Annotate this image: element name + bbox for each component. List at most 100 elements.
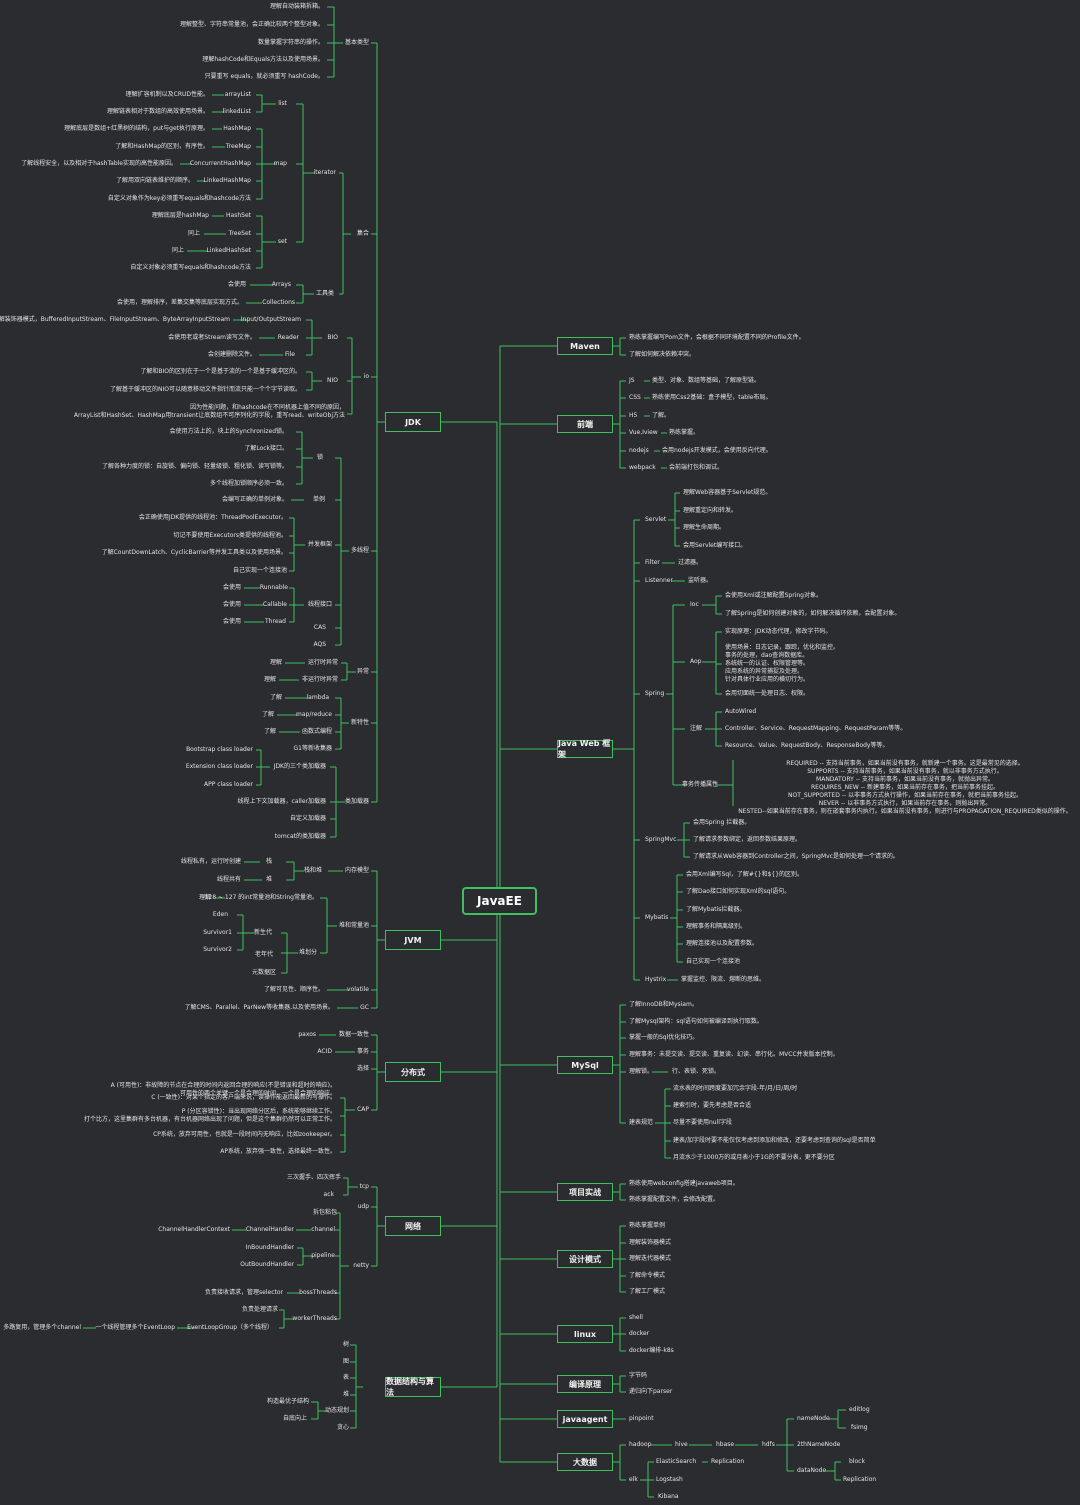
- node-w-filter[interactable]: Filter: [645, 559, 660, 566]
- node-j-map[interactable]: map: [273, 160, 287, 167]
- node-ds-paxos[interactable]: paxos: [298, 1031, 316, 1038]
- node-w-s1[interactable]: 理解Web容器基于Servlet规范。: [683, 489, 772, 496]
- node-f-js1[interactable]: 类型、对象、数组等基础，了解原型链。: [652, 377, 761, 384]
- node-b-log[interactable]: Logstash: [656, 1476, 683, 1483]
- node-b-nn[interactable]: nameNode: [797, 1415, 830, 1422]
- node-ds-a[interactable]: A (可用性)：非故障的节点在合理的时间内返回合理的响应(不是错误和超时的响应)…: [110, 1082, 336, 1097]
- node-j-nio[interactable]: NIO: [327, 377, 338, 384]
- node-ds-c[interactable]: C (一致性)：对某个指定的客户端来说，读操作能返回最新的写操作。: [151, 1094, 336, 1101]
- node-j-mt[interactable]: 多线程: [350, 547, 369, 554]
- node-c2[interactable]: 递归向下parser: [629, 1388, 673, 1395]
- node-j-lock3[interactable]: 了解各种力度的锁：自旋锁、偏向锁、轻量级锁、粗化锁、读写锁等。: [101, 463, 288, 470]
- node-m-spec2[interactable]: 建索引时，要先考虑是否合适: [673, 1102, 752, 1109]
- node-v-int1[interactable]: 理解: [198, 894, 211, 901]
- node-j-b1[interactable]: 理解自动装箱拆箱。: [269, 3, 324, 10]
- node-j-set[interactable]: set: [277, 238, 287, 245]
- node-w-ioc2[interactable]: 了解Spring是如何创建对象的，如何解决循环依赖，会配置对象。: [725, 610, 901, 617]
- node-j-cl3c[interactable]: APP class loader: [203, 781, 253, 788]
- node-w-aop[interactable]: Aop: [690, 658, 702, 665]
- node-j-thread1[interactable]: 会使用: [222, 618, 241, 625]
- node-w-listener[interactable]: Listenner: [645, 577, 673, 584]
- node-j-list[interactable]: list: [278, 100, 287, 107]
- node-a1[interactable]: pinpoint: [629, 1415, 654, 1422]
- node-d3[interactable]: 理解迭代器模式: [629, 1255, 672, 1262]
- node-j-io[interactable]: io: [363, 373, 369, 380]
- node-c1[interactable]: 字节码: [629, 1372, 648, 1379]
- node-j-lhs1[interactable]: 同上: [171, 247, 184, 254]
- node-n-ch[interactable]: ChannelHandler: [245, 1226, 294, 1233]
- node-j-tools[interactable]: 工具类: [315, 290, 334, 297]
- node-w-mb4[interactable]: 理解事务和隔离级别。: [686, 923, 747, 930]
- node-a-table[interactable]: 表: [342, 1374, 349, 1381]
- node-j-cols[interactable]: Collections: [262, 299, 295, 306]
- node-w-anno1[interactable]: AutoWired: [725, 708, 757, 715]
- branch-r-front[interactable]: 前端: [557, 415, 613, 433]
- node-n-elg[interactable]: EventLoopGroup（多个线程）: [187, 1324, 273, 1331]
- node-d4[interactable]: 了解命令模式: [629, 1272, 666, 1279]
- node-w-tx[interactable]: 事务传播属性: [682, 781, 719, 788]
- node-j-set-self[interactable]: 自定义对象必须重写equals和hashcode方法: [130, 264, 251, 271]
- branch-r-mysql[interactable]: MySql: [557, 1056, 613, 1074]
- node-j-single[interactable]: 单例: [312, 496, 325, 503]
- node-f-h5[interactable]: H5: [629, 412, 638, 419]
- node-w-hystrix1[interactable]: 掌握监控、限流、熔断的思维。: [681, 976, 766, 983]
- node-f-wp[interactable]: webpack: [629, 464, 656, 471]
- node-j-hm1[interactable]: 理解底层是数组+红黑树的结构，put与get执行原理。: [64, 125, 209, 132]
- node-j-call[interactable]: Callable: [262, 601, 287, 608]
- node-m-spec3[interactable]: 尽量不要使用null字段: [673, 1119, 732, 1126]
- node-n-worker1[interactable]: 负责处理请求: [241, 1306, 278, 1313]
- node-j-cas[interactable]: CAS: [313, 624, 326, 631]
- node-j-conc2[interactable]: 切记不要使用Executors类提供的线程池。: [173, 532, 287, 539]
- node-j-b2[interactable]: 理解整型、字符串常量池，会正确比较两个整型对象。: [179, 21, 324, 28]
- node-w-mvc[interactable]: SpringMvc: [645, 836, 677, 843]
- node-d2[interactable]: 理解装饰器模式: [629, 1239, 672, 1246]
- node-m2[interactable]: 了解Mysql架构：sql语句如何被编译到执行取数。: [629, 1018, 763, 1025]
- node-j-chm1[interactable]: 了解线程安全，以及相对于hashTable实现的高性能原因。: [21, 160, 177, 167]
- node-j-lhs[interactable]: LinkedHashSet: [206, 247, 251, 254]
- node-ds-cp[interactable]: CP系统，放弃可用性，也就是一段时间内无响应，比如zookeeper。: [153, 1131, 336, 1138]
- node-j-single1[interactable]: 会编写正确的单例对象。: [221, 496, 288, 503]
- node-w-hystrix[interactable]: Hystrix: [645, 976, 667, 983]
- node-f-js[interactable]: JS: [629, 377, 635, 384]
- node-maven2[interactable]: 了解如何解决依赖冲突。: [629, 351, 696, 358]
- branch-r-jvm[interactable]: JVM: [385, 930, 441, 950]
- node-j-b3[interactable]: 数量掌握字符串的操作。: [257, 39, 324, 46]
- node-v-eden[interactable]: Eden: [212, 911, 228, 918]
- node-j-ll[interactable]: linkedList: [222, 108, 251, 115]
- node-w-mybatis[interactable]: Mybatis: [645, 914, 669, 921]
- node-ds-ap[interactable]: AP系统，放弃强一致性，选择最终一致性。: [220, 1148, 336, 1155]
- node-w-mb2[interactable]: 了解Dao接口如何实现Xml的sql语句。: [686, 888, 791, 895]
- node-j-hm[interactable]: HashMap: [223, 125, 251, 132]
- node-w-ioc[interactable]: Ioc: [690, 601, 699, 608]
- node-w-mb6[interactable]: 自己实现一个连接池: [686, 958, 741, 965]
- node-v-heap[interactable]: 堆: [265, 876, 272, 883]
- branch-r-proj[interactable]: 项目实战: [557, 1183, 613, 1201]
- node-ds-choose[interactable]: 选择: [356, 1065, 369, 1072]
- node-v-young[interactable]: 新生代: [253, 929, 272, 936]
- node-w-mvc3[interactable]: 了解请求从Web容器到Controller之间，SpringMvc是如何处理一个…: [693, 853, 899, 860]
- node-n-ack[interactable]: ack: [323, 1191, 334, 1198]
- node-j-lhm1[interactable]: 了解用双向链表维护的顺序。: [115, 177, 194, 184]
- node-n-pipe[interactable]: pipeline: [311, 1252, 335, 1259]
- node-a-dp2[interactable]: 自底向上: [282, 1415, 307, 1422]
- node-j-conc4[interactable]: 自己实现一个连接池: [232, 567, 287, 574]
- node-a-tree[interactable]: 树: [342, 1341, 349, 1348]
- node-j-func1[interactable]: 了解: [263, 728, 276, 735]
- branch-r-jdk[interactable]: JDK: [385, 412, 441, 432]
- node-b-es1[interactable]: Replication: [711, 1458, 745, 1465]
- node-f-node1[interactable]: 会用nodejs开发模式，会使用反向代理。: [662, 447, 772, 454]
- branch-r-maven[interactable]: Maven: [557, 337, 613, 355]
- node-j-tm1[interactable]: 了解和HashMap的区别，有序性。: [115, 143, 209, 150]
- node-j-coll[interactable]: 集合: [356, 230, 369, 237]
- node-n-channel[interactable]: channel: [311, 1226, 335, 1233]
- node-b-hadoop[interactable]: hadoop: [629, 1441, 652, 1448]
- node-m1[interactable]: 了解InnoDB和Mysiam。: [629, 1001, 698, 1008]
- node-w-mvc1[interactable]: 会用Spring 拦截器。: [693, 819, 751, 826]
- node-a-heap[interactable]: 堆: [342, 1391, 349, 1398]
- root-node[interactable]: JavaEE: [462, 887, 537, 915]
- node-v-mem[interactable]: 内存模型: [344, 867, 369, 874]
- node-v-gc[interactable]: GC: [360, 1004, 369, 1011]
- node-v-meta[interactable]: 元数据区: [251, 969, 276, 976]
- node-m-spec[interactable]: 建表规范: [629, 1119, 654, 1126]
- node-j-mapred[interactable]: map/reduce: [296, 711, 332, 718]
